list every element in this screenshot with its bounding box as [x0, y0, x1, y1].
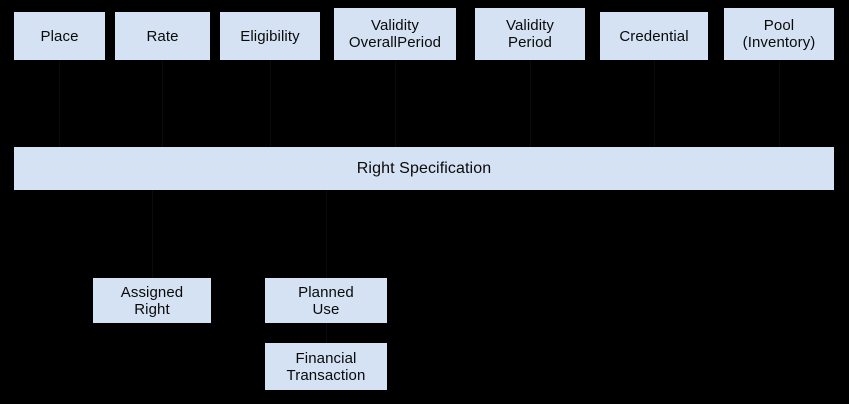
entity-right-specification[interactable]: Right Specification — [14, 147, 834, 190]
connector-place — [59, 60, 60, 147]
entity-place[interactable]: Place — [14, 12, 105, 60]
entity-planned-use[interactable]: Planned Use — [265, 278, 387, 323]
entity-credential[interactable]: Credential — [600, 12, 708, 60]
connector-assigned-right — [152, 190, 153, 278]
entity-eligibility[interactable]: Eligibility — [220, 12, 320, 60]
entity-validity-period[interactable]: Validity Period — [475, 8, 585, 60]
connector-planned-use — [326, 190, 327, 278]
connector-credential — [654, 60, 655, 147]
entity-financial-transaction[interactable]: Financial Transaction — [265, 343, 387, 390]
entity-pool-inventory[interactable]: Pool (Inventory) — [724, 8, 834, 60]
entity-assigned-right[interactable]: Assigned Right — [93, 278, 211, 323]
entity-validity-overall-period[interactable]: Validity OverallPeriod — [334, 8, 456, 60]
entity-rate[interactable]: Rate — [115, 12, 210, 60]
connector-validity-overall-period — [395, 60, 396, 147]
connector-rate — [162, 60, 163, 147]
connector-financial-transaction — [326, 323, 327, 343]
connector-validity-period — [530, 60, 531, 147]
connector-eligibility — [270, 60, 271, 147]
connector-pool-inventory — [779, 60, 780, 147]
